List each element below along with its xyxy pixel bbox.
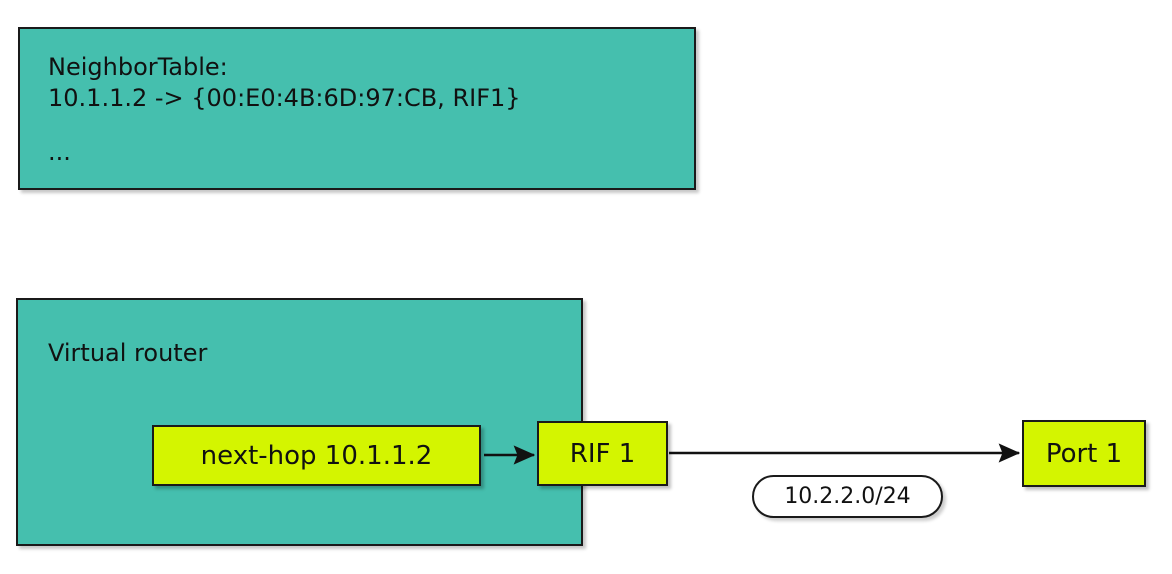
virtual-router-label: Virtual router [48, 339, 208, 367]
link-subnet-label: 10.2.2.0/24 [752, 475, 943, 518]
node-rif1[interactable]: RIF 1 [537, 421, 668, 486]
neighbor-table-container [18, 27, 696, 190]
neighbor-table-entry: 10.1.1.2 -> {00:E0:4B:6D:97:CB, RIF1} [48, 84, 521, 112]
node-port1[interactable]: Port 1 [1022, 420, 1146, 487]
neighbor-table-ellipsis: ... [48, 138, 71, 166]
virtual-router-container [16, 298, 583, 546]
node-next-hop[interactable]: next-hop 10.1.1.2 [152, 425, 481, 486]
neighbor-table-text: NeighborTable: 10.1.1.2 -> {00:E0:4B:6D:9… [48, 52, 521, 114]
neighbor-table-heading: NeighborTable: [48, 53, 228, 81]
